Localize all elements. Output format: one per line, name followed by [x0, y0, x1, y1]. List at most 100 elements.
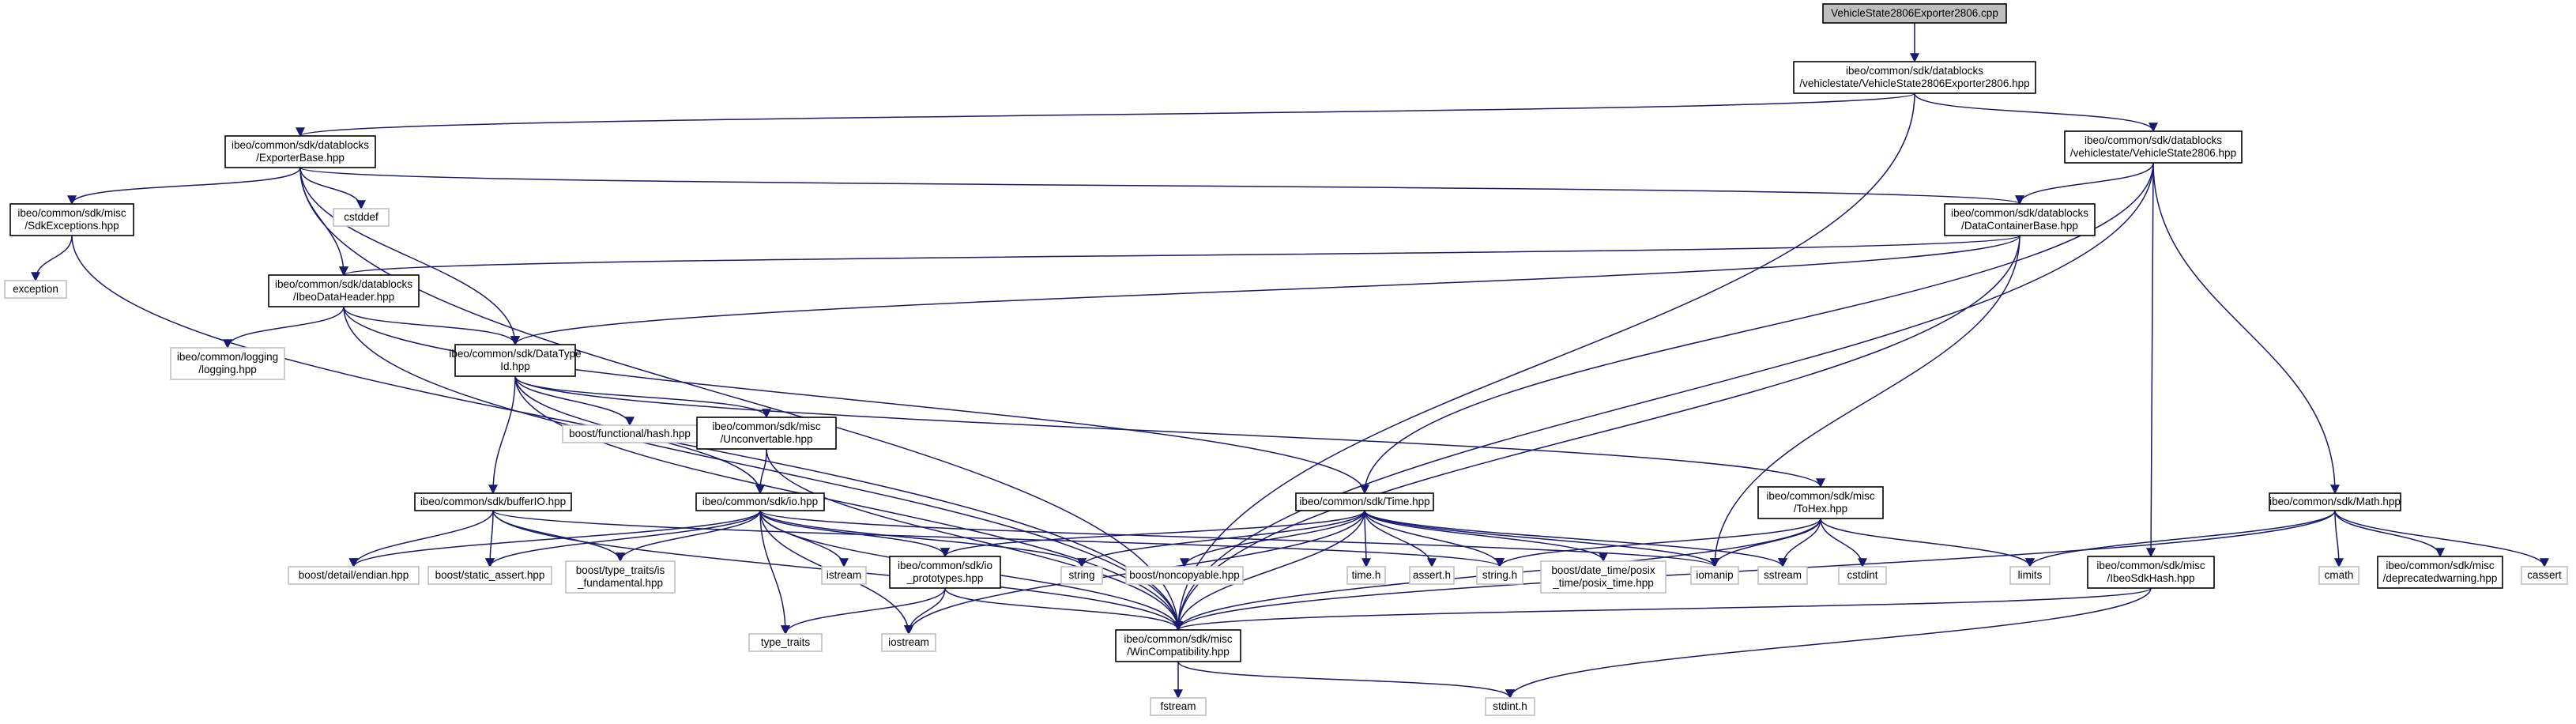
- node-label-sdkexc-0: ibeo/common/sdk/misc: [17, 207, 126, 219]
- node-ioproto[interactable]: ibeo/common/sdk/io_prototypes.hpp: [889, 556, 1001, 589]
- node-deprec[interactable]: ibeo/common/sdk/misc/deprecatedwarning.h…: [2377, 556, 2503, 589]
- node-cmath: cmath: [2318, 566, 2359, 585]
- edge-ioproto-to-typetraits: [781, 587, 946, 635]
- node-box-stringh: [1476, 566, 1523, 585]
- edge-dcb-to-iomanip: [1710, 235, 2021, 568]
- node-string: string: [1060, 566, 1103, 585]
- node-box-cstddef: [333, 208, 390, 227]
- edge-dti-to-bufio: [488, 375, 516, 495]
- node-box-expbase: [224, 135, 376, 168]
- node-time[interactable]: ibeo/common/sdk/Time.hpp: [1295, 492, 1434, 511]
- node-box-unconv: [696, 417, 837, 450]
- edge-sdkhash-to-wincompat: [1173, 587, 2152, 632]
- node-label-wincompat-1: /WinCompatibility.hpp: [1127, 646, 1230, 658]
- node-istream: istream: [821, 566, 867, 585]
- edge-dti-to-bfhash: [514, 375, 635, 427]
- node-label-math-0: ibeo/common/sdk/Math.hpp: [2269, 496, 2401, 507]
- node-timeh: time.h: [1346, 566, 1386, 585]
- node-vs[interactable]: ibeo/common/sdk/datablocks/vehiclestate/…: [2064, 130, 2243, 164]
- node-label-limits-0: limits: [2018, 569, 2043, 581]
- edge-dcb-to-wincompat: [1173, 235, 2021, 632]
- node-box-sassert: [427, 566, 552, 585]
- node-label-asserth-0: assert.h: [1413, 569, 1451, 581]
- node-label-dti-0: ibeo/common/sdk/DataType: [449, 348, 581, 360]
- edge-io-to-iomanip: [759, 510, 1719, 568]
- node-label-ioproto-1: _prototypes.hpp: [906, 572, 984, 584]
- node-isfund: boost/type_traits/is_fundamental.hpp: [565, 560, 676, 594]
- edge-io-to-typetraits: [759, 510, 790, 635]
- node-exception: exception: [4, 280, 67, 299]
- node-iomanip: iomanip: [1690, 566, 1739, 585]
- node-box-bufio: [414, 492, 572, 511]
- edge-bufio-to-endian: [348, 510, 494, 568]
- node-label-cstddef-0: cstddef: [344, 211, 378, 223]
- node-tohex[interactable]: ibeo/common/sdk/misc/ToHex.hpp: [1757, 486, 1884, 519]
- edge-time-to-string: [1077, 510, 1365, 568]
- edge-bufio-to-stringh: [492, 510, 1505, 568]
- node-label-unconv-0: ibeo/common/sdk/misc: [712, 420, 821, 432]
- edge-ioproto-to-iostream: [904, 587, 946, 635]
- edge-math-to-limits: [2025, 510, 2336, 568]
- node-dcb[interactable]: ibeo/common/sdk/datablocks/DataContainer…: [1944, 203, 2096, 236]
- node-label-cstdint-0: cstdint: [1847, 569, 1877, 581]
- node-sdkhash[interactable]: ibeo/common/sdk/misc/IbeoSdkHash.hpp: [2087, 556, 2215, 589]
- edge-io-to-ioproto: [759, 510, 950, 558]
- edge-wincompat-to-stdinth: [1177, 661, 1515, 699]
- node-box-iomanip: [1690, 566, 1739, 585]
- node-vs_exp[interactable]: ibeo/common/sdk/datablocks/vehiclestate/…: [1793, 61, 2036, 94]
- node-idh[interactable]: ibeo/common/sdk/datablocks/IbeoDataHeade…: [268, 274, 420, 307]
- node-box-vs_exp: [1793, 61, 2036, 94]
- node-box-cstdint: [1838, 566, 1887, 585]
- node-label-dcb-0: ibeo/common/sdk/datablocks: [1951, 207, 2088, 219]
- node-stringh: string.h: [1476, 566, 1523, 585]
- node-box-idh: [268, 274, 420, 307]
- node-label-iostream-0: iostream: [888, 636, 929, 648]
- edge-dcb-to-dti: [510, 235, 2021, 346]
- edge-tohex-to-limits: [1820, 518, 2035, 568]
- edge-sdkexc-to-exception: [31, 235, 73, 282]
- node-label-sdkhash-1: /IbeoSdkHash.hpp: [2107, 572, 2194, 584]
- edge-time-to-ioproto: [940, 510, 1365, 558]
- node-label-logging-1: /logging.hpp: [198, 364, 257, 375]
- edge-expbase-to-dcb: [299, 167, 2024, 206]
- node-root[interactable]: VehicleState2806Exporter2806.cpp: [1822, 3, 2007, 24]
- node-label-bufio-0: ibeo/common/sdk/bufferIO.hpp: [420, 496, 566, 507]
- node-label-sdkhash-0: ibeo/common/sdk/misc: [2096, 560, 2205, 571]
- edge-vs-to-dcb: [2015, 162, 2154, 206]
- node-box-tohex: [1757, 486, 1884, 519]
- edge-vs-to-math: [2152, 162, 2340, 495]
- node-label-vs_exp-0: ibeo/common/sdk/datablocks: [1846, 65, 1983, 77]
- node-label-istream-0: istream: [827, 569, 861, 581]
- edge-expbase-to-sdkexc: [67, 167, 301, 206]
- node-sstream: sstream: [1757, 566, 1808, 585]
- node-box-asserth: [1409, 566, 1455, 585]
- node-label-sdkexc-1: /SdkExceptions.hpp: [24, 220, 119, 232]
- edge-math-to-wincompat: [1173, 510, 2336, 632]
- node-box-wincompat: [1115, 629, 1241, 662]
- edge-time-to-noncopy: [1180, 510, 1365, 568]
- node-expbase[interactable]: ibeo/common/sdk/datablocks/ExporterBase.…: [224, 135, 376, 168]
- node-label-expbase-0: ibeo/common/sdk/datablocks: [232, 139, 369, 151]
- node-unconv[interactable]: ibeo/common/sdk/misc/Unconvertable.hpp: [696, 417, 837, 450]
- edge-math-to-cassert: [2334, 510, 2549, 568]
- node-sdkexc[interactable]: ibeo/common/sdk/misc/SdkExceptions.hpp: [9, 203, 134, 236]
- node-label-isfund-1: _fundamental.hpp: [577, 577, 663, 589]
- node-label-idh-0: ibeo/common/sdk/datablocks: [275, 278, 412, 290]
- edge-time-to-sstream: [1364, 510, 1787, 568]
- node-wincompat[interactable]: ibeo/common/sdk/misc/WinCompatibility.hp…: [1115, 629, 1241, 662]
- nodes-layer: VehicleState2806Exporter2806.cpp ibeo/com…: [4, 3, 2568, 716]
- edge-dti-to-tohex: [514, 375, 1825, 488]
- edge-tohex-to-sstream: [1778, 518, 1821, 568]
- node-io[interactable]: ibeo/common/sdk/io.hpp: [695, 492, 825, 511]
- edge-idh-to-logging: [223, 306, 345, 349]
- node-label-timeh-0: time.h: [1352, 569, 1381, 581]
- node-bufio[interactable]: ibeo/common/sdk/bufferIO.hpp: [414, 492, 572, 511]
- edge-vs_exp-to-expbase: [296, 92, 1915, 138]
- edge-io-to-sassert: [485, 510, 761, 568]
- node-label-vs-0: ibeo/common/sdk/datablocks: [2085, 134, 2222, 146]
- node-logging: ibeo/common/logging/logging.hpp: [170, 347, 285, 380]
- node-box-stdinth: [1485, 697, 1535, 716]
- node-math[interactable]: ibeo/common/sdk/Math.hpp: [2269, 492, 2401, 511]
- edge-idh-to-time: [343, 306, 1369, 495]
